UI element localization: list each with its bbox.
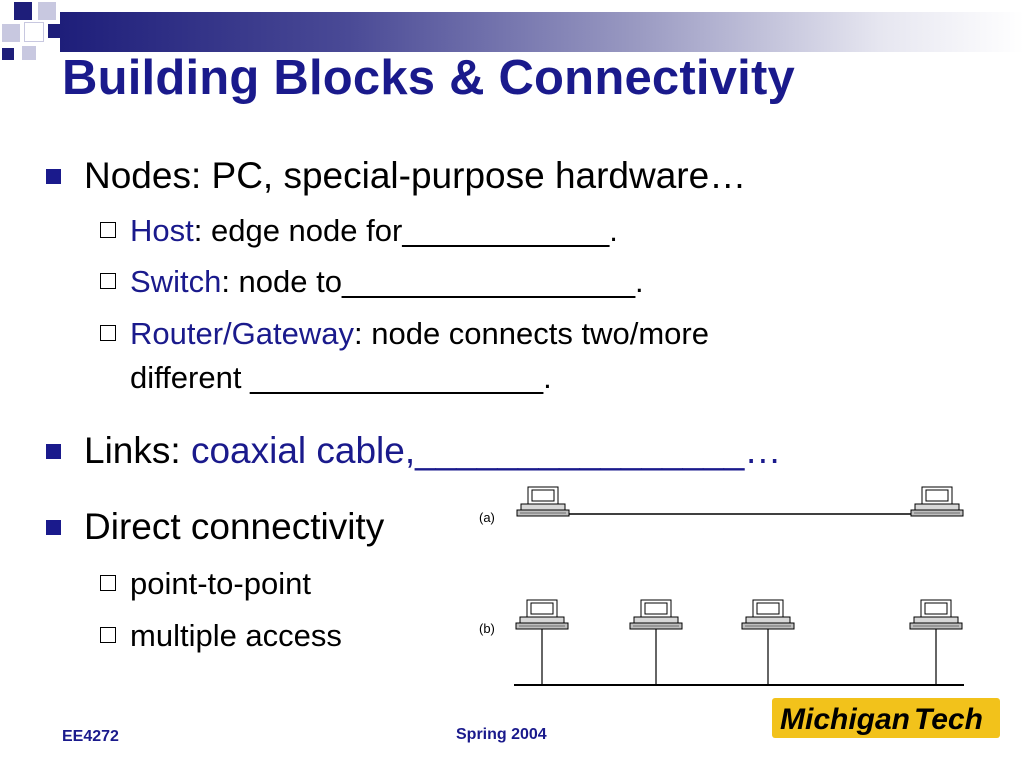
- computer-icon: [516, 486, 570, 517]
- bullet-nodes-text: Nodes: PC, special-purpose hardware…: [84, 155, 747, 196]
- square-bullet-icon: [46, 520, 61, 535]
- router-blank: _________________.: [250, 360, 552, 395]
- sub-bullet-switch: Switch: node to_________________.: [100, 264, 644, 300]
- links-label: Links:: [84, 430, 191, 471]
- router-term: Router/Gateway: [130, 316, 354, 351]
- host-description: : edge node for: [193, 213, 403, 248]
- computer-icon: [910, 486, 964, 517]
- links-blank: ________________: [415, 430, 745, 471]
- bullet-direct-connectivity: Direct connectivity: [46, 506, 385, 548]
- sub-bullet-point-to-point: point-to-point: [100, 566, 311, 602]
- computer-icon: [741, 599, 795, 630]
- svg-text:Michigan: Michigan: [780, 703, 910, 736]
- router-description: : node connects two/more: [354, 316, 709, 351]
- footer-term: Spring 2004: [456, 726, 547, 743]
- sub-bullet-multiple-access: multiple access: [100, 618, 342, 654]
- diagram-caption-a: (a): [479, 510, 495, 525]
- switch-term: Switch: [130, 264, 222, 299]
- diagram-caption-b: (b): [479, 621, 495, 636]
- slide-title: Building Blocks & Connectivity: [62, 51, 795, 105]
- footer-course: EE4272: [62, 728, 119, 745]
- bullet-links: Links: coaxial cable,________________…: [46, 430, 782, 472]
- switch-description: : node to: [221, 264, 342, 299]
- square-bullet-icon: [46, 444, 61, 459]
- sub-bullet-host: Host: edge node for____________.: [100, 213, 618, 249]
- bullet-nodes: Nodes: PC, special-purpose hardware…: [46, 155, 747, 197]
- point-to-point-diagram: [516, 486, 964, 517]
- switch-blank: _________________.: [341, 264, 644, 299]
- title-gradient-bar: [60, 12, 1024, 52]
- multiple-access-diagram: [514, 599, 964, 686]
- hollow-square-bullet-icon: [100, 325, 116, 341]
- sub-bullet-router: Router/Gateway: node connects two/more: [100, 316, 709, 352]
- square-bullet-icon: [46, 169, 61, 184]
- svg-text:Tech: Tech: [914, 703, 983, 736]
- hollow-square-bullet-icon: [100, 627, 116, 643]
- point-to-point-text: point-to-point: [130, 566, 311, 601]
- michigan-tech-logo: Michigan Tech: [772, 698, 1000, 738]
- direct-connectivity-text: Direct connectivity: [84, 506, 385, 547]
- computer-icon: [629, 599, 683, 630]
- host-term: Host: [130, 213, 194, 248]
- computer-icon: [909, 599, 963, 630]
- hollow-square-bullet-icon: [100, 575, 116, 591]
- links-coaxial: coaxial cable,: [190, 430, 416, 471]
- computer-icon: [515, 599, 569, 630]
- hollow-square-bullet-icon: [100, 222, 116, 238]
- multiple-access-text: multiple access: [130, 618, 342, 653]
- hollow-square-bullet-icon: [100, 273, 116, 289]
- host-blank: ____________.: [402, 213, 618, 248]
- router-description-line2: different: [130, 360, 251, 395]
- sub-bullet-router-line2: different _________________.: [130, 360, 552, 396]
- links-ellipsis: …: [744, 430, 782, 471]
